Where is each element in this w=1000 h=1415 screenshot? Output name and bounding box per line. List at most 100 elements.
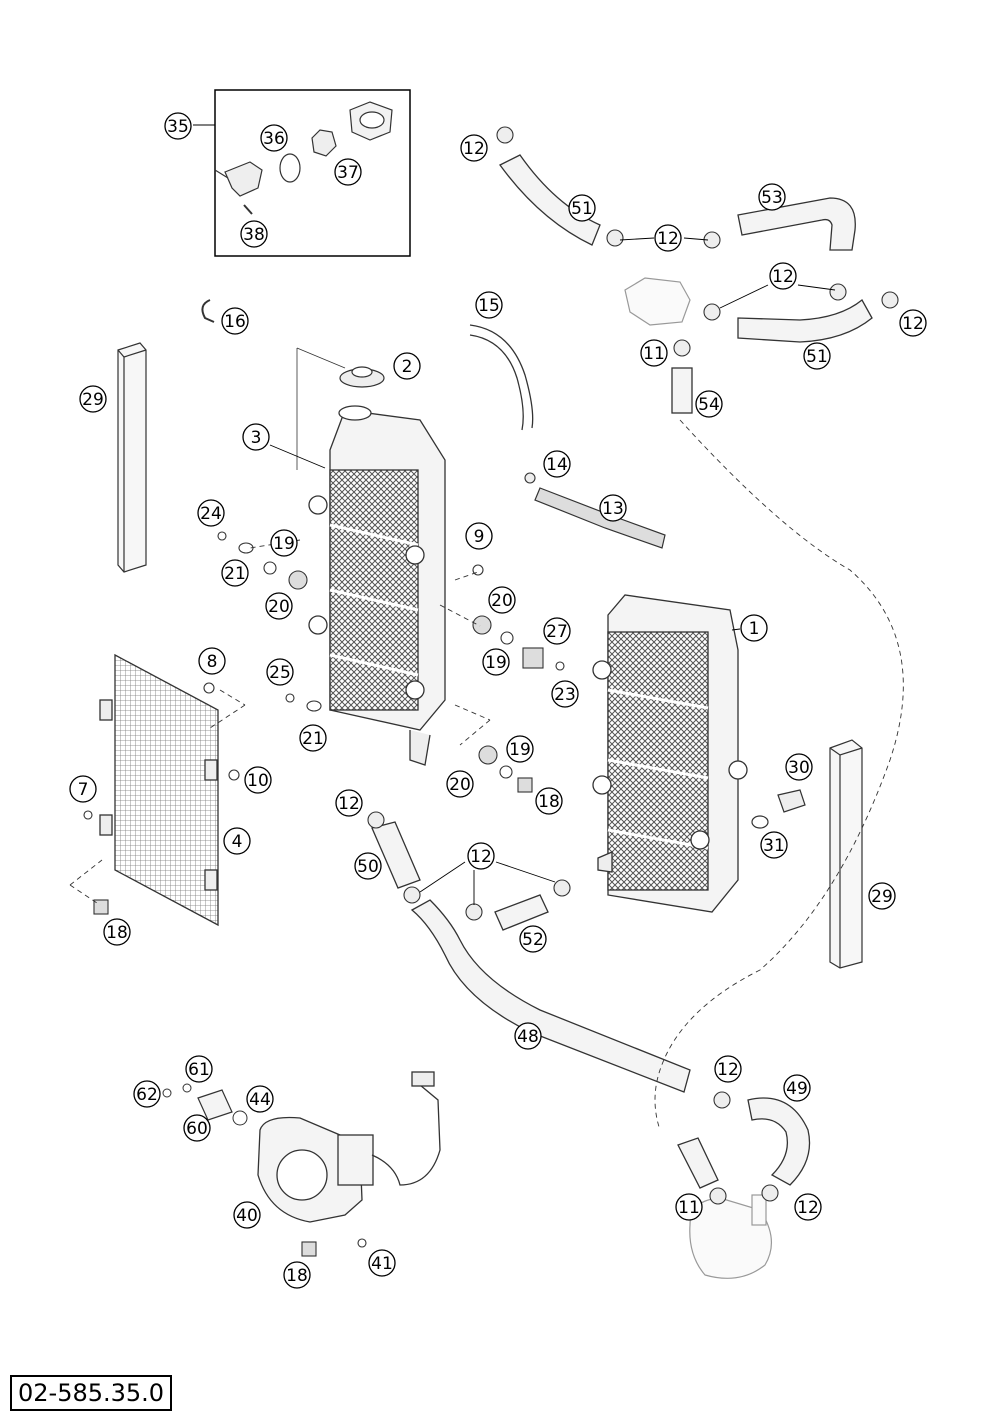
callout-12-d-label: 12 bbox=[797, 1198, 819, 1218]
callout-50: 50 bbox=[354, 852, 382, 880]
foam-pad-right bbox=[829, 739, 863, 969]
callout-27-label: 27 bbox=[546, 622, 568, 642]
callout-10: 10 bbox=[244, 766, 272, 794]
callout-14: 14 bbox=[543, 450, 571, 478]
callout-31-label: 31 bbox=[763, 836, 785, 856]
radiator-right bbox=[592, 594, 748, 913]
callout-13-label: 13 bbox=[602, 499, 624, 519]
callout-40: 40 bbox=[233, 1201, 261, 1229]
callout-2: 2 bbox=[393, 352, 421, 380]
callout-40-label: 40 bbox=[236, 1206, 258, 1226]
callout-12-c-label: 12 bbox=[717, 1060, 739, 1080]
callout-18-b-label: 18 bbox=[538, 792, 560, 812]
callout-38-label: 38 bbox=[243, 225, 265, 245]
callout-50-label: 50 bbox=[357, 857, 379, 877]
callout-44-label: 44 bbox=[249, 1090, 271, 1110]
callout-10-label: 10 bbox=[247, 771, 269, 791]
callout-20-a-label: 20 bbox=[268, 597, 290, 617]
callout-18-b: 18 bbox=[535, 787, 563, 815]
callout-31: 31 bbox=[760, 831, 788, 859]
callout-7: 7 bbox=[69, 775, 97, 803]
callout-12-a-label: 12 bbox=[338, 794, 360, 814]
callout-16-label: 16 bbox=[224, 312, 246, 332]
callout-2-label: 2 bbox=[402, 357, 413, 377]
callout-11-b-label: 11 bbox=[678, 1198, 700, 1218]
callout-14-label: 14 bbox=[546, 455, 568, 475]
callout-12-b: 12 bbox=[467, 842, 495, 870]
callout-54-label: 54 bbox=[698, 395, 720, 415]
callout-24-label: 24 bbox=[200, 504, 222, 524]
callout-18-c-label: 18 bbox=[286, 1266, 308, 1286]
callout-9-label: 9 bbox=[474, 527, 485, 547]
leader-lines bbox=[269, 237, 836, 905]
callout-11-b: 11 bbox=[675, 1193, 703, 1221]
callout-24: 24 bbox=[197, 499, 225, 527]
callout-12-d: 12 bbox=[794, 1193, 822, 1221]
callout-21-a: 21 bbox=[221, 559, 249, 587]
callout-20-a: 20 bbox=[265, 592, 293, 620]
callout-29-left: 29 bbox=[79, 385, 107, 413]
callout-51-a-label: 51 bbox=[571, 199, 593, 219]
callout-29-left-label: 29 bbox=[82, 390, 104, 410]
spacer-60 bbox=[197, 1089, 233, 1121]
dashed-routing-lines bbox=[69, 419, 904, 1131]
callout-19-b: 19 bbox=[482, 648, 510, 676]
washer-44 bbox=[232, 1110, 248, 1126]
callout-27: 27 bbox=[543, 617, 571, 645]
callout-37-label: 37 bbox=[337, 163, 359, 183]
callout-29-right-label: 29 bbox=[871, 887, 893, 907]
callout-23-label: 23 bbox=[554, 685, 576, 705]
callout-15: 15 bbox=[475, 291, 503, 319]
callout-29-right: 29 bbox=[868, 882, 896, 910]
callout-1-label: 1 bbox=[749, 619, 760, 639]
callout-20-b-label: 20 bbox=[491, 591, 513, 611]
callout-4: 4 bbox=[223, 827, 251, 855]
callout-18-c: 18 bbox=[283, 1261, 311, 1289]
callout-23: 23 bbox=[551, 680, 579, 708]
drawing-reference-number: 02-585.35.0 bbox=[10, 1375, 173, 1411]
callout-12-h: 12 bbox=[899, 309, 927, 337]
o-ring-part bbox=[279, 153, 301, 183]
callout-54: 54 bbox=[695, 390, 723, 418]
callout-3: 3 bbox=[242, 423, 270, 451]
cooling-fan-part bbox=[257, 1071, 441, 1223]
thermostat-inset-box bbox=[214, 89, 411, 257]
callout-12-f-label: 12 bbox=[657, 229, 679, 249]
callout-21-b: 21 bbox=[299, 724, 327, 752]
callout-35: 35 bbox=[164, 112, 192, 140]
callout-60-label: 60 bbox=[186, 1119, 208, 1139]
callout-21-a-label: 21 bbox=[224, 564, 246, 584]
callout-21-b-label: 21 bbox=[302, 729, 324, 749]
callout-30-label: 30 bbox=[788, 758, 810, 778]
temperature-sensor-part bbox=[751, 789, 806, 829]
callout-12-e-label: 12 bbox=[463, 139, 485, 159]
callout-25: 25 bbox=[266, 658, 294, 686]
callout-19-c-label: 19 bbox=[509, 740, 531, 760]
foam-pad-left bbox=[117, 342, 147, 573]
callout-49-label: 49 bbox=[786, 1079, 808, 1099]
callout-44: 44 bbox=[246, 1085, 274, 1113]
hose-51-lower bbox=[737, 299, 873, 343]
thermostat-part bbox=[311, 129, 337, 157]
callout-35-label: 35 bbox=[167, 117, 189, 137]
callout-16: 16 bbox=[221, 307, 249, 335]
callout-19-a: 19 bbox=[270, 529, 298, 557]
thermostat-housing-part bbox=[349, 101, 393, 141]
hardware-group bbox=[83, 126, 899, 1257]
water-pump-part bbox=[689, 1194, 772, 1279]
callout-8: 8 bbox=[198, 647, 226, 675]
callout-52: 52 bbox=[519, 925, 547, 953]
callout-20-b: 20 bbox=[488, 586, 516, 614]
callout-36: 36 bbox=[260, 124, 288, 152]
hose-15 bbox=[469, 324, 534, 431]
callout-19-a-label: 19 bbox=[273, 534, 295, 554]
callout-12-e: 12 bbox=[460, 134, 488, 162]
callout-12-g: 12 bbox=[769, 262, 797, 290]
callout-12-f: 12 bbox=[654, 224, 682, 252]
callout-4-label: 4 bbox=[232, 832, 243, 852]
callout-53-label: 53 bbox=[761, 188, 783, 208]
callout-37: 37 bbox=[334, 158, 362, 186]
callout-18-a-label: 18 bbox=[106, 923, 128, 943]
callout-12-g-label: 12 bbox=[772, 267, 794, 287]
callout-20-c: 20 bbox=[446, 770, 474, 798]
